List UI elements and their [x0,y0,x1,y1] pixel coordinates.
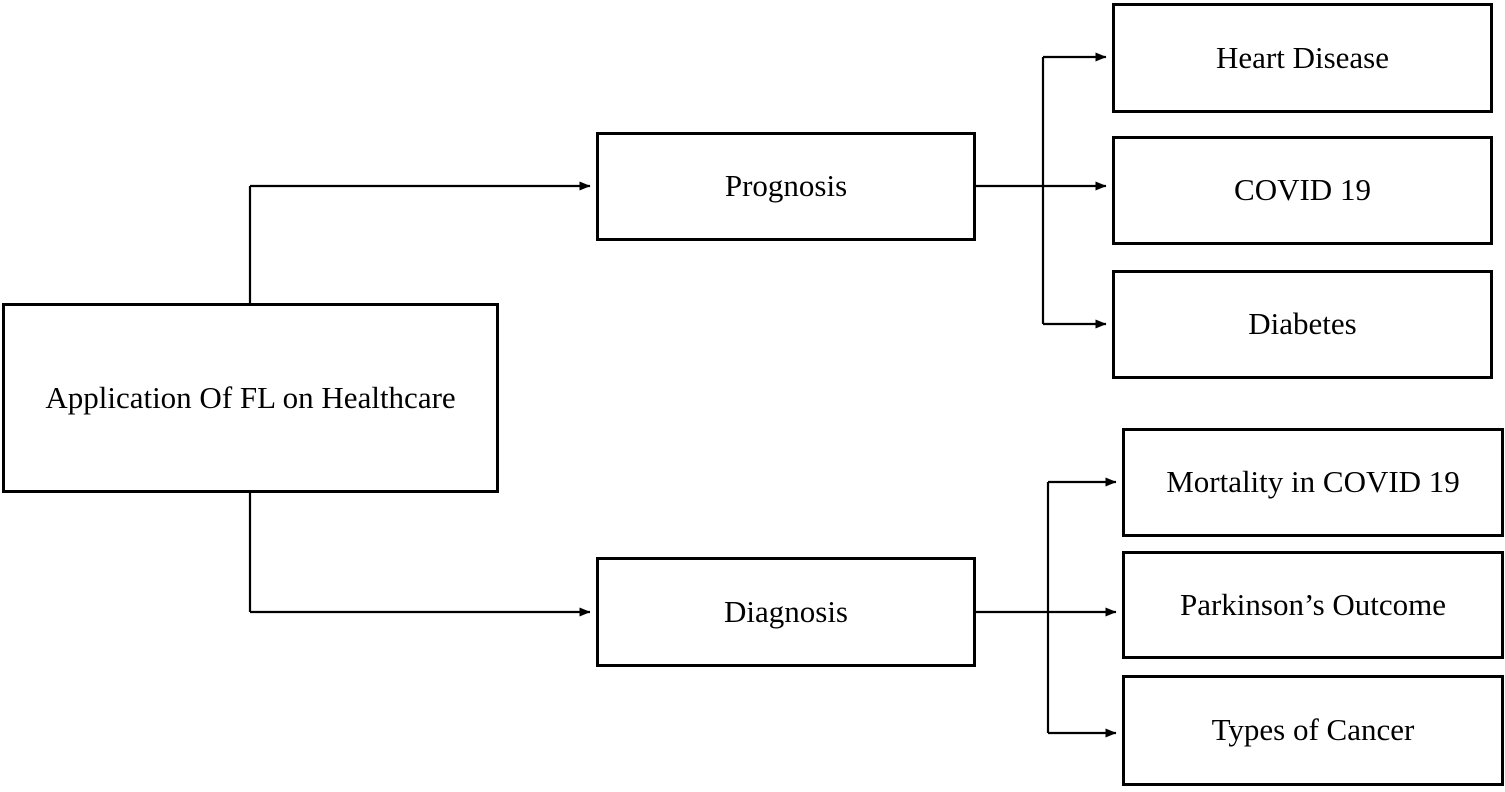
edge-root-to-diagnosis [248,493,591,617]
node-label: Prognosis [724,168,848,204]
node-covid-19[interactable]: COVID 19 [1112,136,1493,245]
node-application-of-fl-on-healthcare[interactable]: Application Of FL on Healthcare [2,303,499,493]
node-label: Parkinson’s Outcome [1179,586,1447,622]
node-label: COVID 19 [1234,172,1371,208]
edge-root-to-prognosis [248,181,591,303]
node-label: Application Of FL on Healthcare [45,379,456,415]
node-diagnosis[interactable]: Diagnosis [596,557,976,667]
node-mortality-in-covid-19[interactable]: Mortality in COVID 19 [1122,428,1504,537]
node-diabetes[interactable]: Diabetes [1112,270,1493,379]
node-prognosis[interactable]: Prognosis [596,132,976,241]
node-label: Mortality in COVID 19 [1166,464,1460,500]
node-parkinsons-outcome[interactable]: Parkinson’s Outcome [1122,551,1504,659]
node-types-of-cancer[interactable]: Types of Cancer [1122,675,1504,786]
node-label: Types of Cancer [1211,712,1415,748]
node-label: Diabetes [1248,306,1357,342]
edge-prognosis-fanout [976,52,1107,329]
node-heart-disease[interactable]: Heart Disease [1112,3,1493,113]
edge-diagnosis-fanout [976,477,1117,738]
node-label: Heart Disease [1216,39,1389,75]
node-label: Diagnosis [724,593,848,629]
